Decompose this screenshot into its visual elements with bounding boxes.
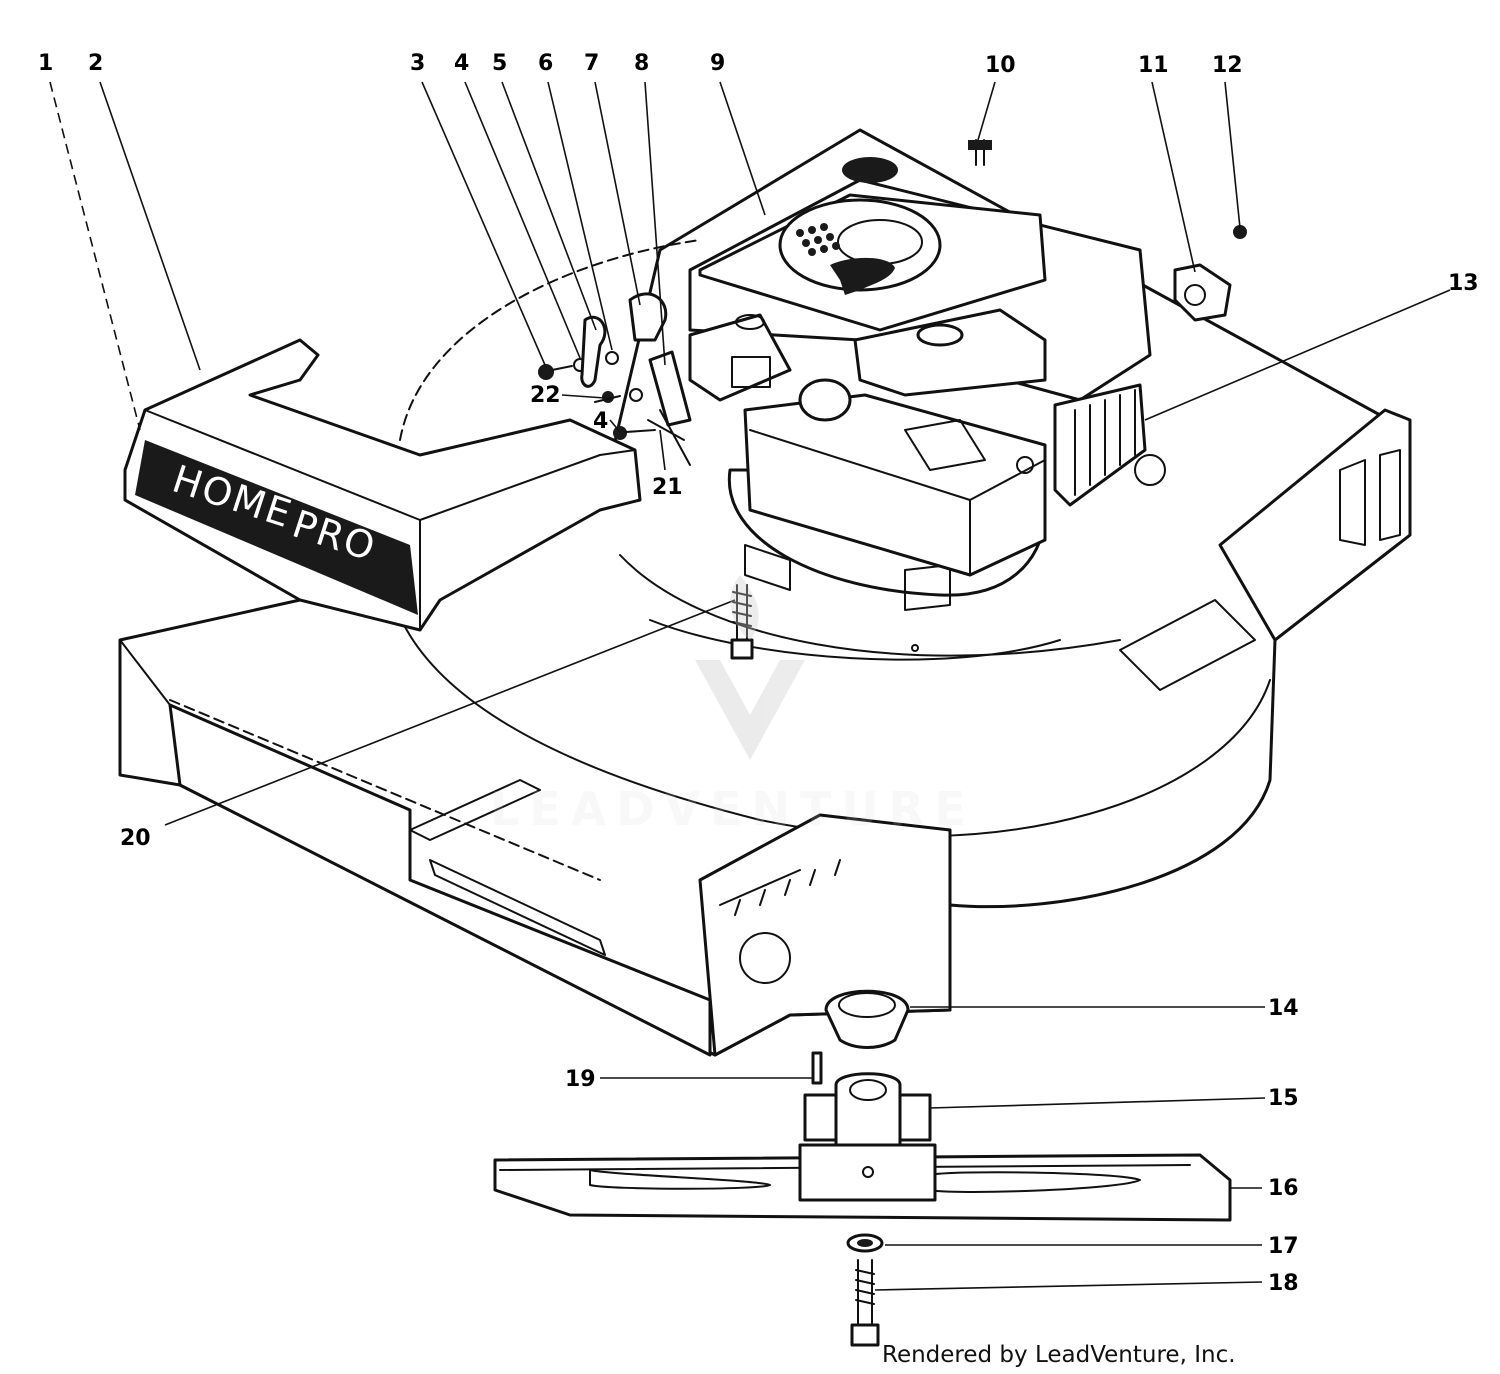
- watermark-text: LEADVENTURE: [490, 782, 976, 836]
- callout-4-second: 4: [593, 409, 608, 434]
- callout-17: 17: [1268, 1234, 1299, 1259]
- callout-16: 16: [1268, 1176, 1299, 1201]
- watermark: LEADVENTURE: [490, 575, 976, 836]
- callout-1: 1: [38, 51, 53, 76]
- blade-assembly: [493, 989, 1232, 1347]
- callout-19: 19: [565, 1067, 596, 1092]
- callout-13: 13: [1448, 271, 1479, 296]
- cylinder-fins: [1053, 383, 1147, 507]
- callout-8: 8: [634, 51, 649, 76]
- callout-10: 10: [985, 53, 1016, 78]
- callout-14: 14: [1268, 996, 1299, 1021]
- callout-12: 12: [1212, 53, 1243, 78]
- callout-6: 6: [538, 51, 553, 76]
- top-hardware: [968, 139, 1247, 322]
- callout-5: 5: [492, 51, 507, 76]
- engine: [688, 157, 1152, 660]
- callout-labels: 1 2 3 4 5 6 7 8 9 10 11 12 13 14 15 16 1…: [38, 51, 1479, 1296]
- air-intake-grille: [796, 223, 840, 256]
- callout-4: 4: [454, 51, 469, 76]
- callout-20: 20: [120, 826, 151, 851]
- callout-2: 2: [88, 51, 103, 76]
- callout-9: 9: [710, 51, 725, 76]
- render-credit: Rendered by LeadVenture, Inc.: [882, 1342, 1236, 1368]
- throttle-hardware: [538, 292, 692, 466]
- callout-7: 7: [584, 51, 599, 76]
- callout-15: 15: [1268, 1086, 1299, 1111]
- callout-3: 3: [410, 51, 425, 76]
- callout-11: 11: [1138, 53, 1169, 78]
- leader-lines: [49, 81, 1451, 1291]
- callout-21: 21: [652, 475, 683, 500]
- callout-22: 22: [530, 383, 561, 408]
- shroud: [123, 338, 642, 632]
- callout-18: 18: [1268, 1271, 1299, 1296]
